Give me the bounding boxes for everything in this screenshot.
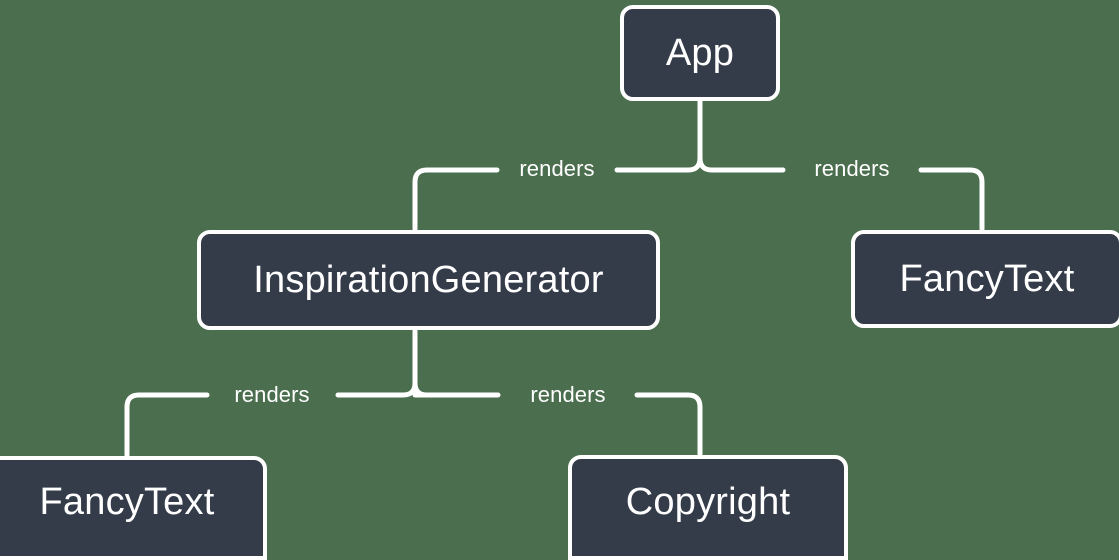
edge-inspiration-junction-right2	[412, 380, 430, 398]
node-fancytext-right[interactable]: FancyText	[851, 230, 1119, 328]
edge-label-inspiration-to-copyright: renders	[530, 382, 606, 407]
edge-corner-to-fancytext-right	[967, 167, 985, 232]
edge-corner-to-inspiration	[412, 167, 430, 232]
node-inspiration-generator-label: InspirationGenerator	[253, 259, 604, 301]
edge-label-inspiration-to-fancytext-bottom: renders	[234, 382, 310, 407]
node-fancytext-bottom[interactable]: FancyText	[0, 456, 267, 560]
node-app[interactable]: App	[620, 5, 780, 101]
node-copyright[interactable]: Copyright	[568, 455, 848, 560]
node-inspiration-generator[interactable]: InspirationGenerator	[197, 230, 660, 330]
node-fancytext-right-label: FancyText	[899, 258, 1075, 300]
node-copyright-label: Copyright	[625, 480, 791, 523]
node-app-label: App	[665, 32, 735, 74]
edge-corner-to-copyright	[685, 392, 703, 457]
edge-label-app-to-inspiration-generator: renders	[519, 156, 595, 181]
edge-label-app-to-fancytext-right: renders	[814, 156, 890, 181]
node-fancytext-bottom-label: FancyText	[39, 481, 215, 523]
edge-corner-to-fancytext-bottom	[124, 392, 142, 458]
edge-app-junction-right	[697, 155, 715, 173]
